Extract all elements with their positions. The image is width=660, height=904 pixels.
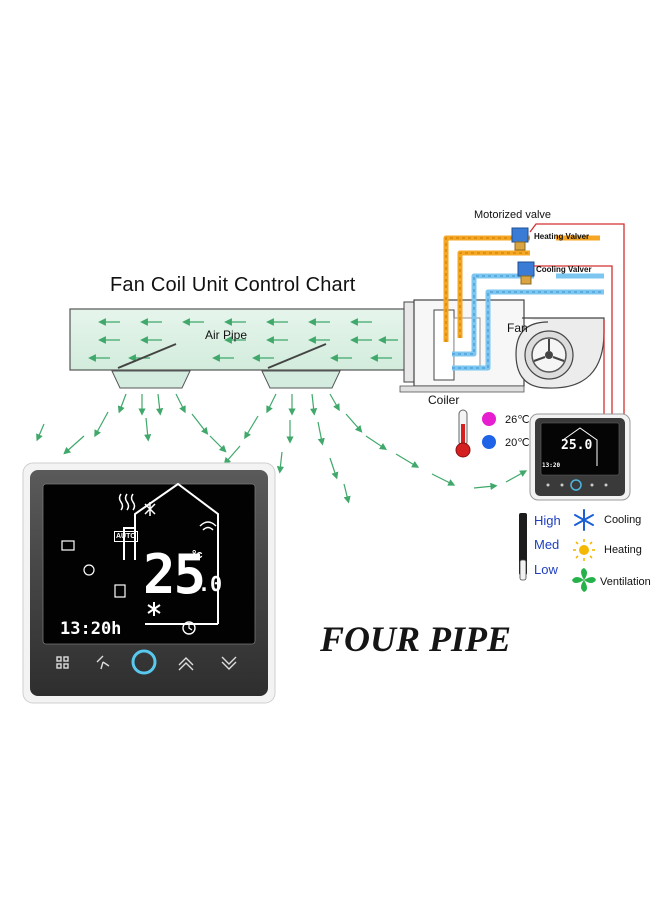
large-thermostat (22, 462, 276, 704)
chart-title: Fan Coil Unit Control Chart (110, 274, 356, 296)
control-wiring (529, 223, 625, 414)
hot-temp-label: 26℃ (505, 414, 530, 426)
thermostat-temperature-decimal: .0 (198, 572, 223, 596)
airflow-arrows-pipe (88, 318, 398, 362)
heating-valve-label: Heating Valver (534, 232, 590, 241)
heating-sun-icon (573, 539, 595, 561)
thermostat-unit: °c (192, 549, 203, 561)
airflow-arrows-out (36, 393, 528, 504)
motorized-valve-label: Motorized valve (474, 209, 552, 221)
small-thermostat-temperature: 25.0 (561, 438, 593, 453)
fan-speed-slider (519, 513, 527, 581)
hot-temp-dot (482, 412, 496, 426)
heating-valve-icon (511, 227, 529, 251)
mode-heating-label: Heating (604, 544, 642, 556)
thermostat-auto-badge: AUTO (114, 531, 138, 542)
coiler-label: Coiler (428, 393, 460, 407)
four-pipe-heading: FOUR PIPE (320, 619, 512, 659)
cooling-valve-label: Cooling Valver (536, 265, 592, 274)
speed-low-label: Low (534, 562, 558, 577)
cold-temp-dot (482, 435, 496, 449)
cold-temp-label: 20℃ (505, 437, 530, 449)
speed-med-label: Med (534, 537, 560, 552)
mode-cooling-label: Cooling (604, 514, 642, 526)
cooling-snowflake-icon (574, 509, 594, 531)
thermometer-icon (455, 409, 471, 458)
small-thermostat (529, 413, 631, 501)
cooling-valve-icon (517, 261, 535, 285)
fan-blower-icon (515, 317, 605, 389)
air-vent-right (261, 343, 341, 389)
fan-label: Fan (507, 321, 528, 335)
mode-ventilation-label: Ventilation (600, 576, 651, 588)
air-pipe-label: Air Pipe (205, 328, 248, 342)
small-thermostat-time: 13:20 (542, 462, 561, 469)
air-vent-left (111, 343, 191, 389)
speed-high-label: High (534, 513, 561, 528)
thermostat-time: 13:20h (60, 619, 122, 639)
thermostat-temperature: 25 (143, 543, 206, 606)
ventilation-fan-icon (572, 568, 596, 592)
